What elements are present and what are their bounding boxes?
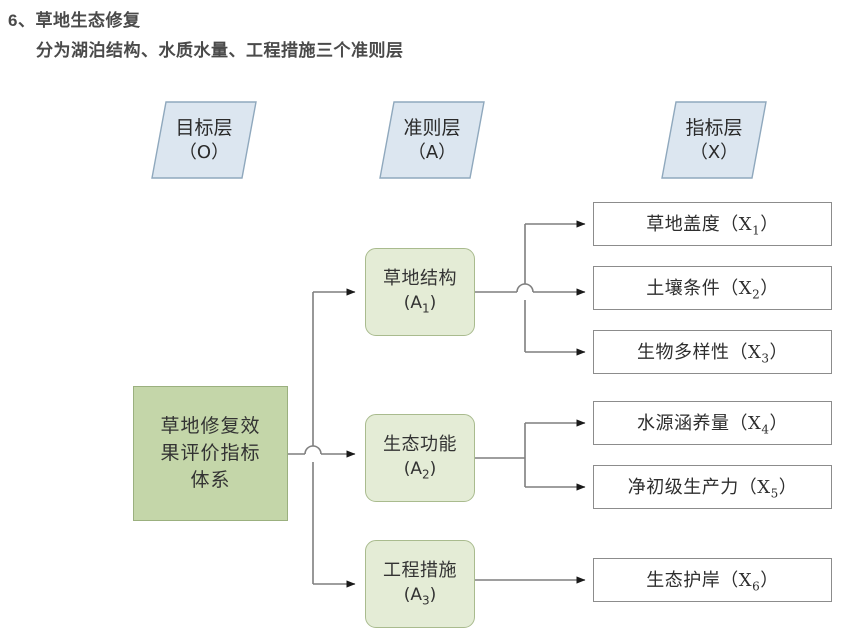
indicator-box-x6-label: 生态护岸（X6） [646,570,779,594]
indicator-box-x4[interactable]: 水源涵养量（X4） [593,401,832,445]
layer-header-goal: 目标层 （O） [150,100,258,180]
goal-box-line-3: 体系 [190,468,231,491]
criterion-box-a3-name: 工程措施 [383,560,457,582]
layer-header-indicator: 指标层 （X） [660,100,768,180]
parallelogram-shape [151,101,257,179]
indicator-box-x2[interactable]: 土壤条件（X2） [593,266,832,310]
goal-box-line-1: 草地修复效 [160,415,261,438]
criterion-box-a2[interactable]: 生态功能 (A2) [365,414,475,502]
layer-header-criterion-code: （A） [407,141,457,163]
goal-box[interactable]: 草地修复效 果评价指标 体系 [133,386,288,521]
parallelogram-shape [661,101,767,179]
layer-header-criterion-name: 准则层 [403,117,461,140]
indicator-box-x4-label: 水源涵养量（X4） [637,413,788,437]
goal-box-line-2: 果评价指标 [160,442,261,465]
heading-line-2: 分为湖泊结构、水质水量、工程措施三个准则层 [36,41,404,60]
parallelogram-shape [379,101,485,179]
indicator-box-x3[interactable]: 生物多样性（X3） [593,330,832,374]
indicator-box-x5[interactable]: 净初级生产力（X5） [593,465,832,509]
indicator-box-x1[interactable]: 草地盖度（X1） [593,202,832,246]
layer-header-goal-name: 目标层 [175,117,233,140]
criterion-box-a3-code: (A3) [403,585,437,608]
layer-header-indicator-code: （X） [689,141,739,163]
criterion-box-a2-code: (A2) [403,459,437,482]
indicator-box-x3-label: 生物多样性（X3） [637,342,788,366]
edge-hop-goal [304,445,322,455]
heading-line-1: 6、草地生态修复 [8,11,141,30]
indicator-box-x1-label: 草地盖度（X1） [646,214,779,238]
criterion-box-a1-code: (A1) [403,293,437,316]
edge-hop-a1 [516,283,534,293]
criterion-box-a1[interactable]: 草地结构 (A1) [365,248,475,336]
layer-header-indicator-name: 指标层 [685,117,743,140]
criterion-box-a1-name: 草地结构 [383,268,457,290]
criterion-box-a3[interactable]: 工程措施 (A3) [365,540,475,628]
criterion-box-a2-name: 生态功能 [383,434,457,456]
layer-header-goal-code: （O） [178,141,230,163]
indicator-box-x5-label: 净初级生产力（X5） [627,477,798,501]
indicator-box-x6[interactable]: 生态护岸（X6） [593,558,832,602]
indicator-box-x2-label: 土壤条件（X2） [646,278,779,302]
layer-header-criterion: 准则层 （A） [378,100,486,180]
